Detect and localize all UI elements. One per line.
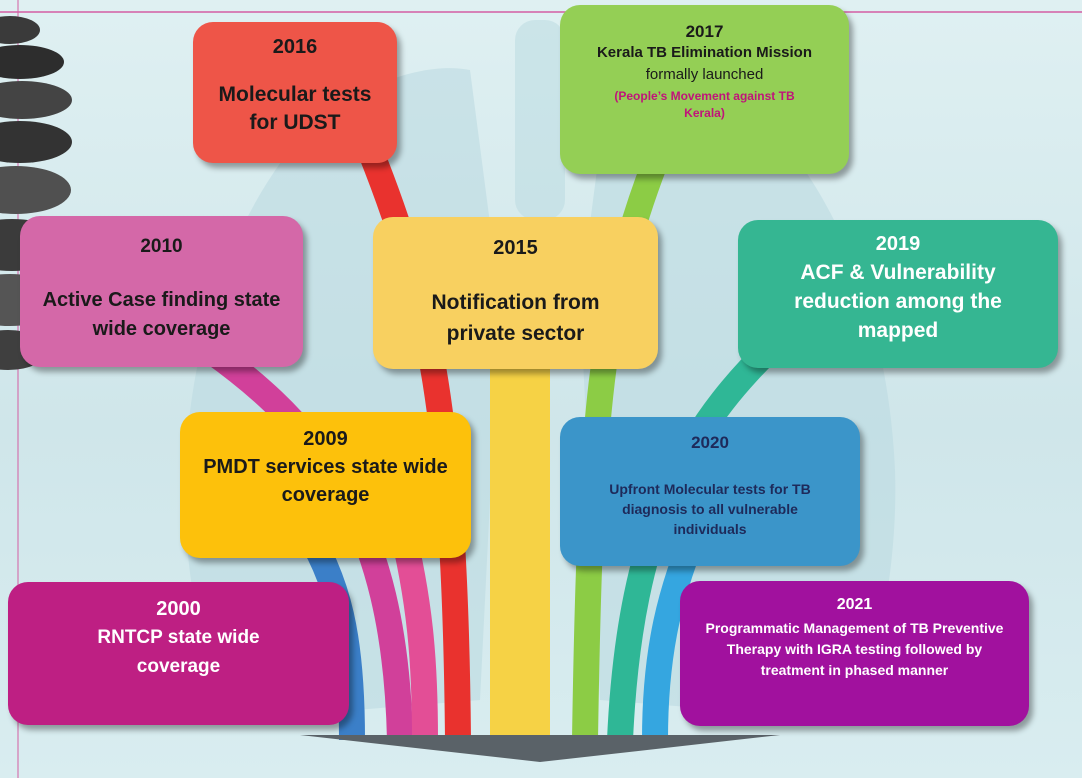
milestone-2017-subtext: (People’s Movement against TB Kerala): [614, 89, 795, 120]
milestone-2000: 2000 RNTCP state wide coverage: [8, 582, 349, 725]
stones-decoration: [0, 16, 72, 370]
milestone-2021-year: 2021: [836, 596, 873, 613]
milestone-2009: 2009 PMDT services state wide coverage: [180, 412, 471, 558]
milestone-2020-text: Upfront Molecular tests for TB diagnosis…: [609, 481, 811, 537]
milestone-2010: 2010 Active Case finding state wide cove…: [20, 216, 303, 367]
milestone-2017-text-bold: Kerala TB Elimination Mission: [596, 44, 813, 61]
milestone-2021: 2021 Programmatic Management of TB Preve…: [680, 581, 1029, 726]
milestone-2017: 2017 Kerala TB Elimination Mission forma…: [560, 5, 849, 174]
milestone-2015: 2015 Notification from private sector: [373, 217, 658, 369]
milestone-2010-text: Active Case finding state wide coverage: [42, 289, 281, 340]
milestone-2019: 2019 ACF & Vulnerability reduction among…: [738, 220, 1058, 368]
milestone-2021-text: Programmatic Management of TB Preventive…: [705, 620, 1004, 678]
milestone-2010-year: 2010: [140, 236, 183, 257]
ribbon-green: [572, 145, 673, 741]
ribbon-base: [300, 735, 780, 762]
milestone-2016: 2016 Molecular tests for UDST: [193, 22, 397, 163]
milestone-2020-year: 2020: [691, 433, 729, 452]
milestone-2019-year: 2019: [875, 233, 921, 255]
milestone-2016-text: Molecular tests for UDST: [218, 83, 372, 134]
milestone-2000-year: 2000: [156, 598, 201, 620]
milestone-2015-year: 2015: [493, 237, 538, 259]
milestone-2016-year: 2016: [272, 36, 318, 58]
milestone-2017-text-normal: formally launched: [645, 66, 764, 83]
milestone-2009-text: PMDT services state wide coverage: [203, 456, 448, 506]
ribbon-red: [357, 145, 471, 741]
milestone-2020: 2020 Upfront Molecular tests for TB diag…: [560, 417, 860, 566]
milestone-2019-text: ACF & Vulnerability reduction among the …: [794, 261, 1002, 342]
milestone-2017-year: 2017: [685, 22, 724, 41]
milestone-2009-year: 2009: [303, 428, 348, 450]
milestone-2017-text: Kerala TB Elimination Mission formally l…: [560, 42, 849, 86]
milestone-2015-text: Notification from private sector: [431, 291, 600, 345]
milestone-2000-text: RNTCP state wide coverage: [97, 627, 260, 677]
